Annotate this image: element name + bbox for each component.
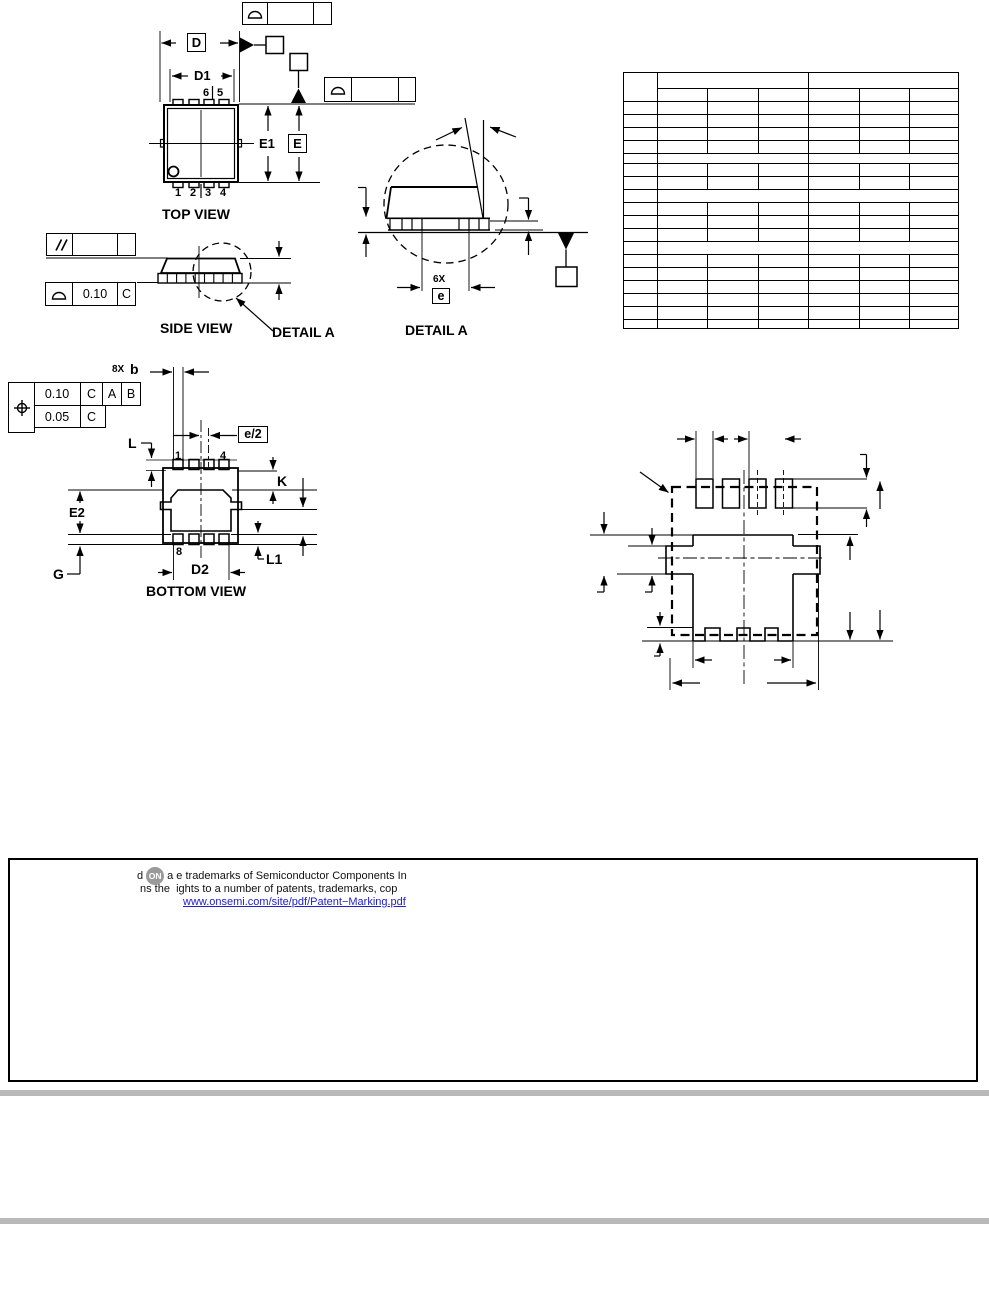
fcf-profile-side: 0.10 C [45,282,136,306]
dim-label-e-half: e/2 [238,426,268,443]
parallelism-icon [47,234,72,255]
pin-number-2: 2 [190,187,197,199]
fcf-profile-top [242,2,332,25]
dim-label-l1: L1 [266,551,283,567]
fcf-position: 0.10 C A B 0.05 C [8,382,141,433]
fcf-datum-ref [313,3,331,24]
dim-label-e: E [288,134,307,153]
fcf-parallelism [46,233,136,256]
package-drawing-linework [46,31,893,690]
pin-number-8: 8 [176,546,183,558]
legal-line1-text: a e trademarks of Semiconductor Componen… [167,870,407,882]
fcf-tolerance-value [72,234,117,255]
detail-a-callout: DETAIL A [272,324,335,340]
dim-label-e2: E2 [69,505,85,520]
fcf-tolerance-value: 0.10 [72,283,117,305]
fcf-tolerance-value [267,3,313,24]
fcf-datum-ref: B [121,383,140,405]
detail-a-geometry [358,117,588,292]
fcf-datum-ref: C [80,383,102,405]
fcf-tolerance-value: 0.10 [44,387,70,401]
fcf-datum-ref [398,78,415,101]
fcf-datum-ref: C [117,283,135,305]
bottom-view-geometry [67,367,317,580]
pin-number-5: 5 [217,87,224,99]
dim-label-d2: D2 [191,561,209,577]
dim-label-e1: E1 [259,136,275,151]
page-divider-top [0,1090,989,1096]
fcf-tolerance-value [351,78,398,101]
profile-of-surface-icon [325,78,351,101]
side-view-geometry [46,241,291,332]
footprint-geometry [590,431,893,690]
pin-number-4: 4 [220,450,227,462]
pin-number-6: 6 [203,87,210,99]
legal-line-2: ns the ights to a number of patents, tra… [140,883,398,895]
fcf-profile-right [324,77,416,102]
profile-of-surface-icon [243,3,267,24]
dim-label-b: b [130,361,139,377]
fcf-datum-ref [117,234,135,255]
bottom-view-title: BOTTOM VIEW [146,583,247,599]
dim-label-g: G [53,566,64,582]
pin-number-1: 1 [175,187,182,199]
patent-marking-link[interactable]: www.onsemi.com/site/pdf/Patent−Marking.p… [183,896,406,908]
legal-notice-box [8,858,978,1082]
fcf-tolerance-value: 0.05 [44,409,70,424]
pitch-count-label: 6X [433,274,446,285]
fcf-datum-ref: A [102,383,121,405]
pin-number-4: 4 [220,187,227,199]
top-view-title: TOP VIEW [162,206,230,222]
pin-number-3: 3 [205,187,212,199]
dim-label-k: K [277,473,288,489]
page-divider-bottom [0,1218,989,1224]
true-position-icon [8,382,35,433]
dimension-table [623,72,960,329]
onsemi-logo: ON [146,867,165,885]
legal-line-1: d ON a e trademarks of Semiconductor Com… [137,867,407,885]
dim-label-l: L [128,435,137,451]
profile-of-surface-icon [46,283,72,305]
dim-label-d: D [187,33,206,52]
dim-label-d1: D1 [194,68,211,83]
side-view-title: SIDE VIEW [160,320,233,336]
top-view-geometry [149,31,415,198]
lead-count-label: 8X [112,364,125,375]
dim-label-pitch-e: e [432,288,450,304]
legal-line1-prefix: d [137,870,144,882]
pin-number-1: 1 [175,450,182,462]
detail-a-title: DETAIL A [405,322,468,338]
fcf-datum-ref: C [80,406,102,427]
